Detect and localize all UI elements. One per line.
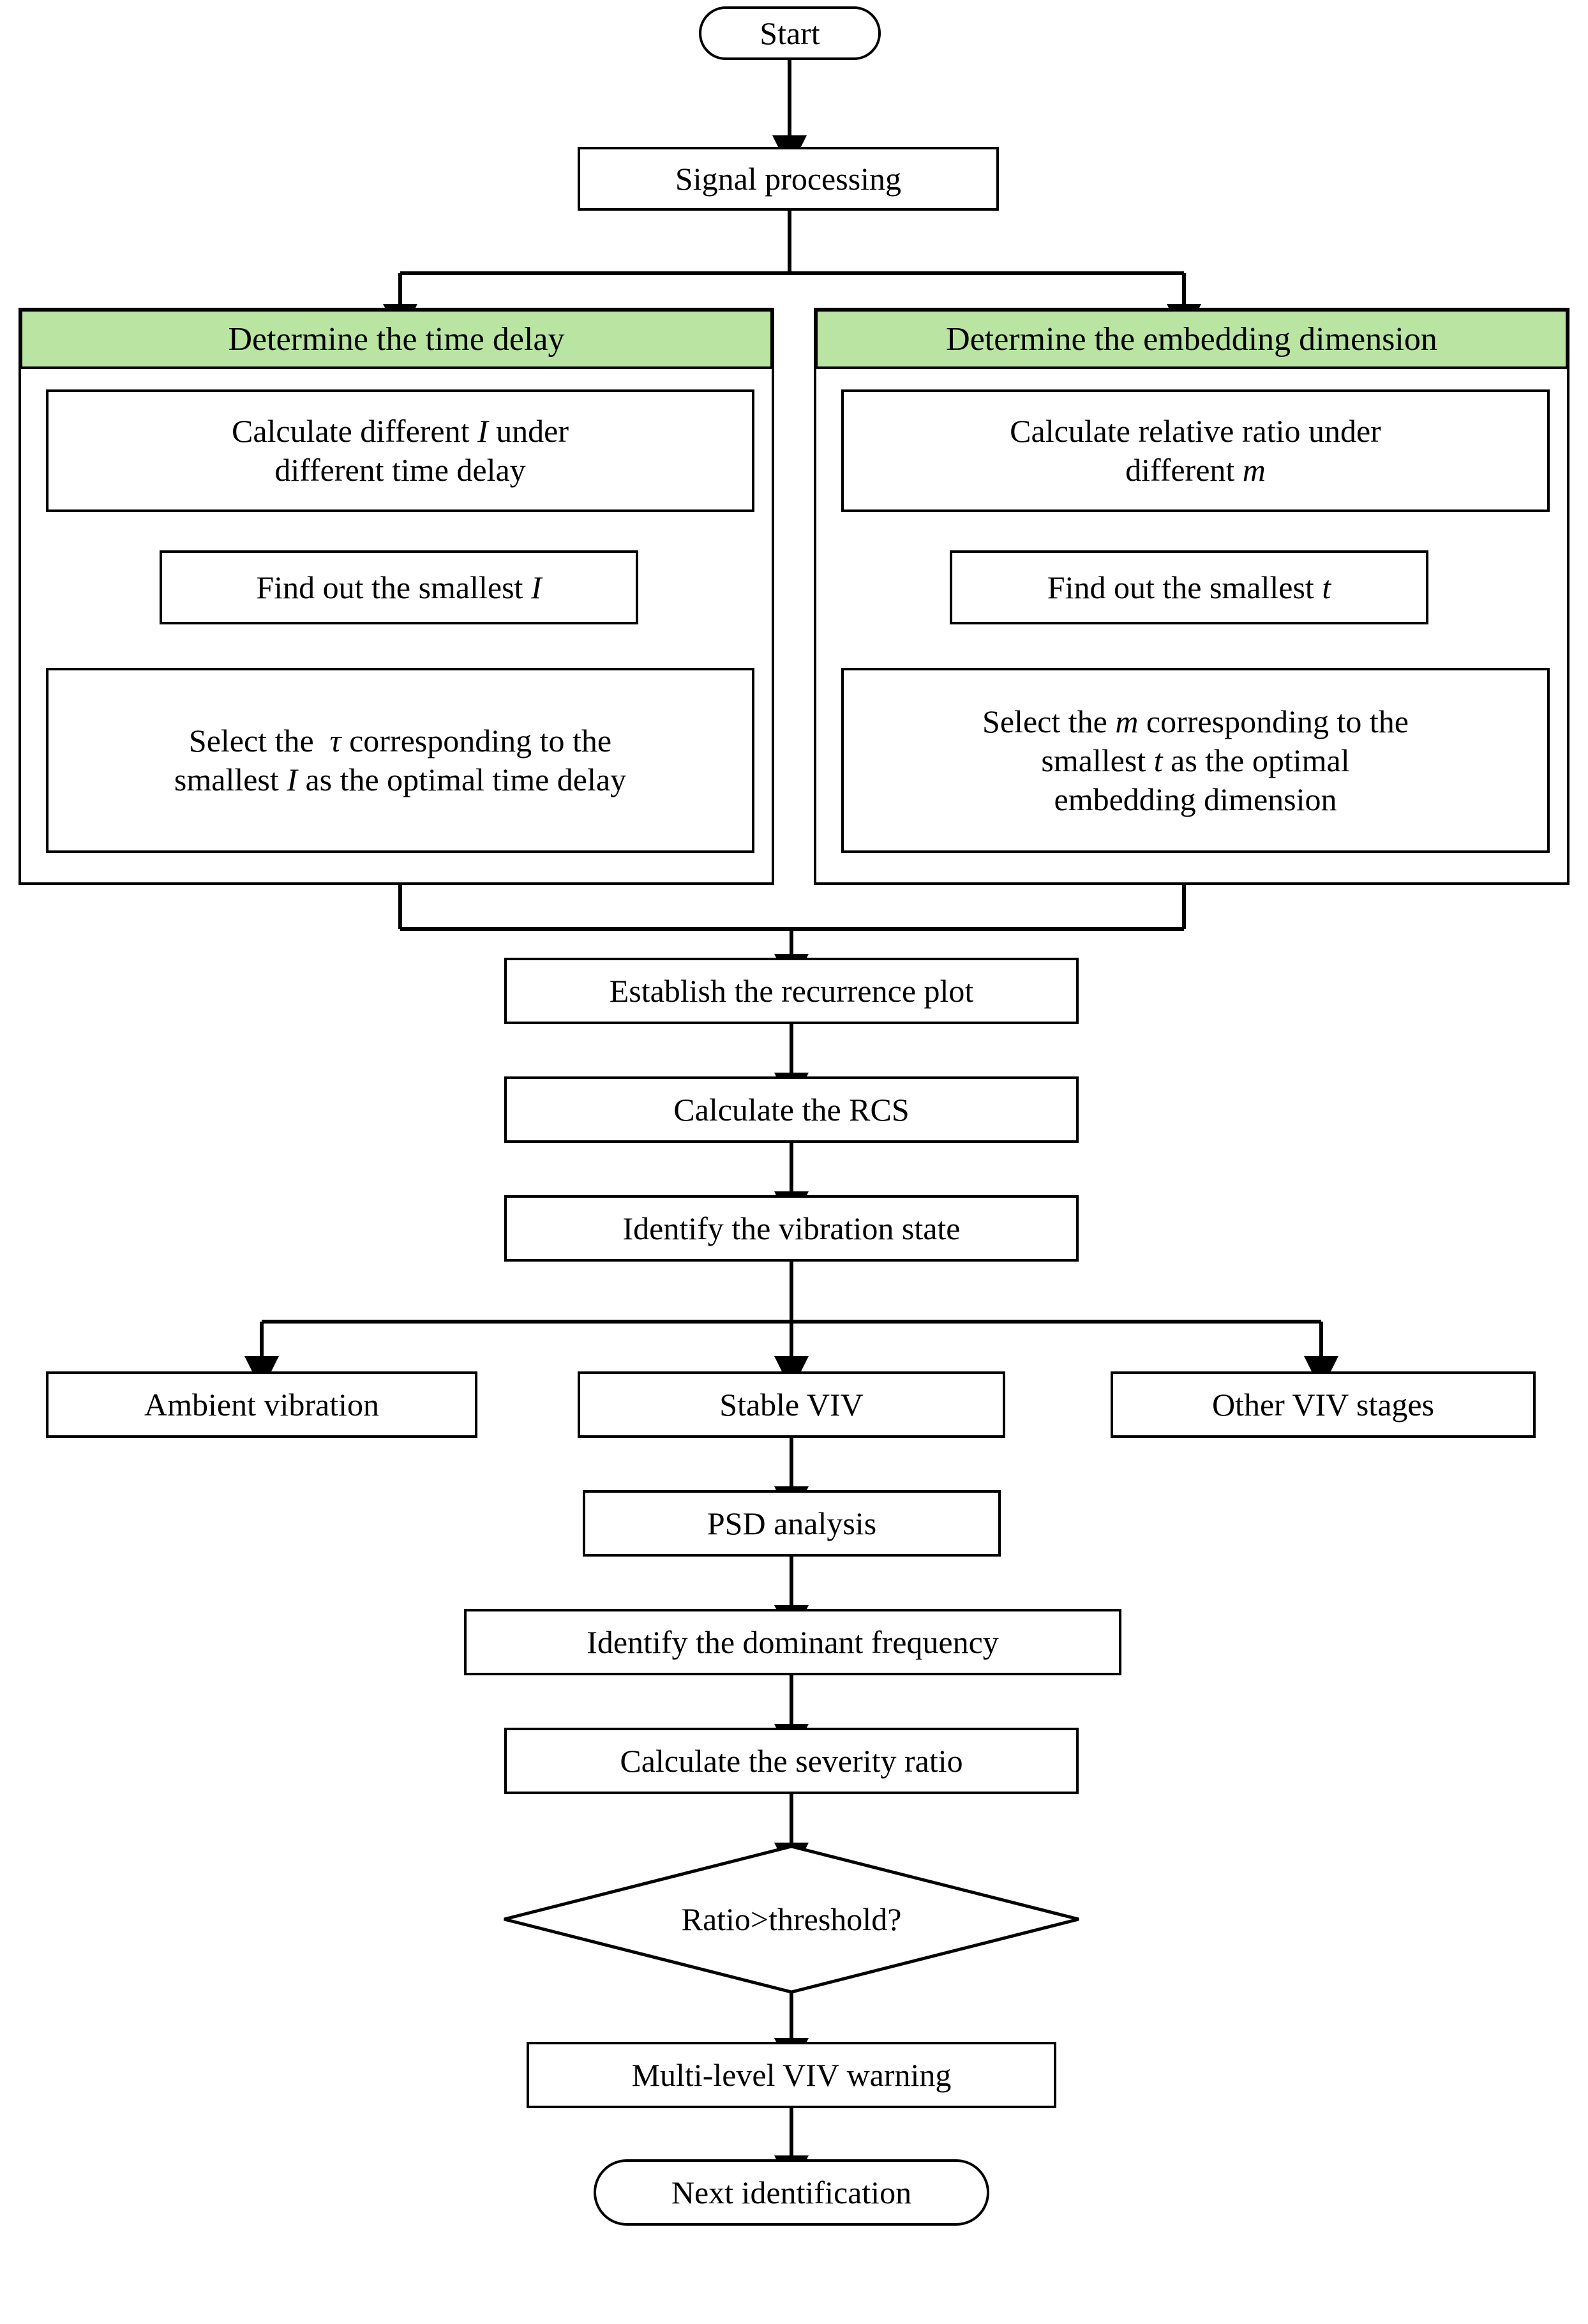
node-calculate-relative-ratio-line2: different m: [1125, 452, 1266, 488]
node-find-smallest-i[interactable]: Find out the smallest I: [160, 550, 638, 624]
node-select-m-line3: embedding dimension: [1054, 781, 1337, 817]
node-select-tau-line2: smallest I as the optimal time delay: [174, 762, 627, 797]
node-calculate-severity-ratio-label: Calculate the severity ratio: [620, 1742, 963, 1779]
node-multilevel-viv-warning[interactable]: Multi-level VIV warning: [527, 2042, 1056, 2108]
node-calculate-severity-ratio[interactable]: Calculate the severity ratio: [504, 1728, 1079, 1794]
node-calculate-different-i-line1: Calculate different I under: [231, 413, 569, 449]
node-find-smallest-i-label: Find out the smallest I: [256, 569, 542, 605]
node-calculate-relative-ratio-line1: Calculate relative ratio under: [1010, 413, 1381, 449]
node-calculate-rcs-label: Calculate the RCS: [673, 1091, 910, 1128]
node-stable-viv-label: Stable VIV: [719, 1386, 864, 1422]
node-calculate-rcs[interactable]: Calculate the RCS: [504, 1076, 1079, 1143]
node-identify-vibration-state[interactable]: Identify the vibration state: [504, 1195, 1079, 1262]
node-select-tau-line1: Select the τ corresponding to the: [188, 723, 612, 758]
node-find-smallest-t-label: Find out the smallest t: [1047, 569, 1331, 605]
node-find-smallest-t[interactable]: Find out the smallest t: [950, 550, 1428, 624]
node-ambient-vibration[interactable]: Ambient vibration: [46, 1371, 477, 1438]
node-establish-recurrence-plot-label: Establish the recurrence plot: [609, 972, 974, 1009]
node-calculate-different-i-line2: different time delay: [274, 452, 526, 488]
node-calculate-different-i[interactable]: Calculate different I under different ti…: [46, 389, 754, 512]
node-other-viv-stages-label: Other VIV stages: [1211, 1386, 1435, 1422]
node-calculate-relative-ratio[interactable]: Calculate relative ratio under different…: [841, 389, 1550, 512]
group-header-embedding-dimension: Determine the embedding dimension: [815, 309, 1568, 369]
node-psd-analysis-label: PSD analysis: [707, 1505, 877, 1541]
node-ambient-vibration-label: Ambient vibration: [144, 1386, 379, 1422]
node-select-m[interactable]: Select the m corresponding to the smalle…: [841, 668, 1550, 853]
node-psd-analysis[interactable]: PSD analysis: [583, 1490, 1001, 1557]
node-other-viv-stages[interactable]: Other VIV stages: [1111, 1371, 1536, 1438]
node-signal-processing[interactable]: Signal processing: [578, 147, 999, 211]
node-identify-dominant-frequency[interactable]: Identify the dominant frequency: [464, 1609, 1121, 1675]
node-establish-recurrence-plot[interactable]: Establish the recurrence plot: [504, 958, 1079, 1024]
node-identify-dominant-frequency-label: Identify the dominant frequency: [587, 1624, 999, 1660]
node-signal-processing-label: Signal processing: [675, 160, 902, 197]
node-start[interactable]: Start: [699, 6, 881, 60]
node-stable-viv[interactable]: Stable VIV: [578, 1371, 1005, 1438]
node-start-label: Start: [760, 15, 820, 51]
node-multilevel-viv-warning-label: Multi-level VIV warning: [631, 2056, 952, 2093]
group-header-time-delay-label: Determine the time delay: [228, 321, 565, 358]
node-select-m-line1: Select the m corresponding to the: [982, 703, 1409, 739]
node-select-tau[interactable]: Select the τ corresponding to the smalle…: [46, 668, 754, 853]
node-decision-label-wrap: Ratio>threshold?: [504, 1890, 1079, 1949]
group-header-time-delay: Determine the time delay: [20, 309, 773, 369]
node-next-identification-label: Next identification: [671, 2175, 912, 2210]
node-select-m-line2: smallest t as the optimal: [1041, 742, 1350, 778]
group-header-embedding-dimension-label: Determine the embedding dimension: [946, 321, 1437, 358]
node-decision-label: Ratio>threshold?: [681, 1901, 902, 1937]
node-identify-vibration-state-label: Identify the vibration state: [622, 1210, 961, 1246]
node-next-identification[interactable]: Next identification: [594, 2159, 989, 2226]
